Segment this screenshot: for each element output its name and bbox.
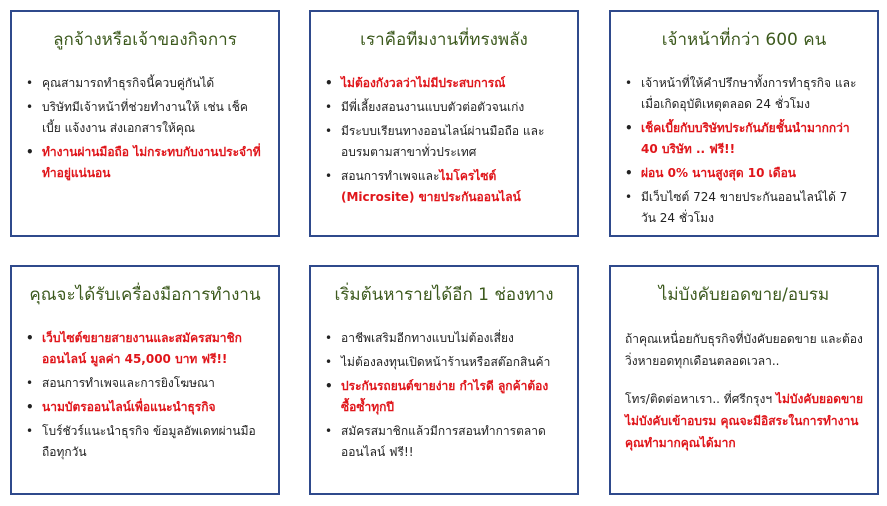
card-staff-600: เจ้าหน้าที่กว่า 600 คน เจ้าหน้าที่ให้คำป…: [609, 10, 879, 237]
card-bullet-list: เว็บไซต์ขยายสายงานและสมัครสมาชิกออนไลน์ …: [26, 328, 264, 463]
list-item: เว็บไซต์ขยายสายงานและสมัครสมาชิกออนไลน์ …: [26, 328, 264, 370]
card-powerful-team: เราคือทีมงานที่ทรงพลัง ไม่ต้องกังวลว่าไม…: [309, 10, 579, 237]
list-item: นามบัตรออนไลน์เพื่อแนะนำธุรกิจ: [26, 397, 264, 418]
card-title: ลูกจ้างหรือเจ้าของกิจการ: [53, 30, 237, 50]
list-item: ผ่อน 0% นานสูงสุด 10 เดือน: [625, 163, 863, 184]
list-item: เช็คเบี้ยกับบริษัทประกันภัยชั้นนำมากกว่า…: [625, 118, 863, 160]
list-item: ไม่ต้องกังวลว่าไม่มีประสบการณ์: [325, 73, 563, 94]
list-item-text: สอนการทำเพจและ: [341, 169, 440, 183]
contact-text: โทร/ติดต่อหาเรา.. ที่ศรีกรุงฯ: [625, 392, 776, 406]
card-no-sales-quota: ไม่บังคับยอดขาย/อบรม ถ้าคุณเหนื่อยกับธุร…: [609, 265, 879, 495]
list-item: เจ้าหน้าที่ให้คำปรึกษาทั้งการทำธุรกิจ แล…: [625, 73, 863, 115]
list-item: สอนการทำเพจและไมโครไซต์ (Microsite) ขายป…: [325, 166, 563, 208]
card-extra-income: เริ่มต้นหารายได้อีก 1 ช่องทาง อาชีพเสริม…: [309, 265, 579, 495]
list-item: บริษัทมีเจ้าหน้าที่ช่วยทำงานให้ เช่น เช็…: [26, 97, 264, 139]
card-title: คุณจะได้รับเครื่องมือการทำงาน: [29, 285, 261, 305]
card-title: เจ้าหน้าที่กว่า 600 คน: [661, 30, 827, 50]
list-item: ทำงานผ่านมือถือ ไม่กระทบกับงานประจำที่ทำ…: [26, 142, 264, 184]
list-item: อาชีพเสริมอีกทางแบบไม่ต้องเสี่ยง: [325, 328, 563, 349]
card-bullet-list: เจ้าหน้าที่ให้คำปรึกษาทั้งการทำธุรกิจ แล…: [625, 73, 863, 229]
card-title: เริ่มต้นหารายได้อีก 1 ช่องทาง: [334, 285, 554, 305]
list-item: โบร์ชัวร์แนะนำธุรกิจ ข้อมูลอัพเดทผ่านมือ…: [26, 421, 264, 463]
contact-highlight: ไม่บังคับยอดขาย ไม่บังคับเข้าอบรม คุณจะม…: [625, 392, 863, 450]
list-item-highlight: ไมโครไซต์ (Microsite) ขายประกันออนไลน์: [341, 169, 521, 204]
card-bullet-list: คุณสามารถทำธุรกิจนี้ควบคู่กันได้ บริษัทม…: [26, 73, 264, 184]
list-item: มีพี่เลี้ยงสอนงานแบบตัวต่อตัวจนเก่ง: [325, 97, 563, 118]
card-employee-or-owner: ลูกจ้างหรือเจ้าของกิจการ คุณสามารถทำธุรก…: [10, 10, 280, 237]
card-title: ไม่บังคับยอดขาย/อบรม: [658, 285, 830, 305]
list-item: มีระบบเรียนทางออนไลน์ผ่านมือถือ และอบรมต…: [325, 121, 563, 163]
card-paragraph-contact: โทร/ติดต่อหาเรา.. ที่ศรีกรุงฯ ไม่บังคับย…: [625, 388, 863, 454]
list-item: คุณสามารถทำธุรกิจนี้ควบคู่กันได้: [26, 73, 264, 94]
list-item: มีเว็บไซต์ 724 ขายประกันออนไลน์ได้ 7 วัน…: [625, 187, 863, 229]
card-title: เราคือทีมงานที่ทรงพลัง: [360, 30, 528, 50]
card-paragraph: ถ้าคุณเหนื่อยกับธุรกิจที่บังคับยอดขาย แล…: [625, 332, 863, 368]
card-bullet-list: อาชีพเสริมอีกทางแบบไม่ต้องเสี่ยง ไม่ต้อง…: [325, 328, 563, 463]
list-item: ประกันรถยนต์ขายง่าย กำไรดี ลูกค้าต้องซื้…: [325, 376, 563, 418]
list-item: สมัครสมาชิกแล้วมีการสอนทำการตลาดออนไลน์ …: [325, 421, 563, 463]
list-item: ไม่ต้องลงทุนเปิดหน้าร้านหรือสต๊อกสินค้า: [325, 352, 563, 373]
card-bullet-list: ไม่ต้องกังวลว่าไม่มีประสบการณ์ มีพี่เลี้…: [325, 73, 563, 208]
list-item: สอนการทำเพจและการยิงโฆษณา: [26, 373, 264, 394]
card-work-tools: คุณจะได้รับเครื่องมือการทำงาน เว็บไซต์ขย…: [10, 265, 280, 495]
